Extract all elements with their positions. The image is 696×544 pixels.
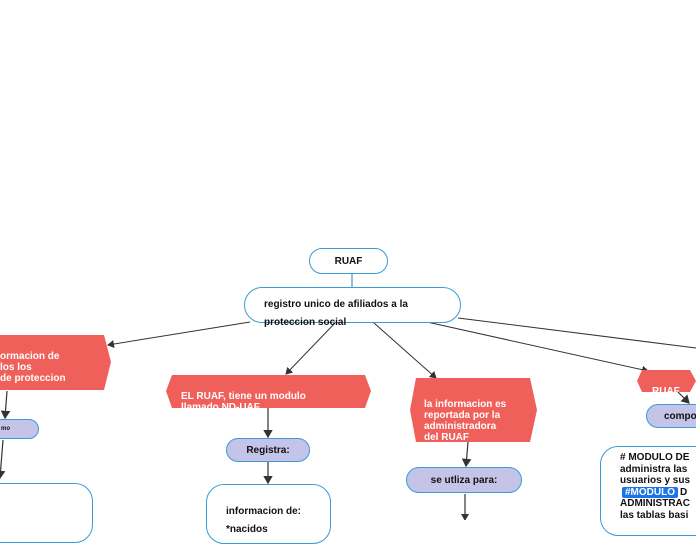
- utiliza-node[interactable]: se utliza para:: [406, 467, 522, 493]
- connector-utiliza-down-arrow: [461, 514, 469, 520]
- info-node[interactable]: informacion de: *nacidos: [206, 484, 331, 544]
- connector-center-left: [107, 321, 251, 348]
- root-node-label: RUAF: [334, 255, 363, 267]
- modulo-line-2: administra las: [620, 463, 688, 475]
- connector-layer: [0, 274, 696, 520]
- central-topic-node[interactable]: registro unico de afiliados a la protecc…: [244, 287, 461, 328]
- left-red-node[interactable]: ormacion de los los de proteccion: [0, 340, 108, 388]
- left-lavender-node[interactable]: mo: [0, 419, 39, 439]
- connector-reported-utiliza: [461, 441, 472, 468]
- connector-center-reported: [373, 322, 437, 379]
- modulo-hashtag[interactable]: #MODULO: [622, 486, 678, 498]
- modulo-line-3: usuarios y sus: [620, 475, 691, 486]
- right-red-shape: [637, 370, 696, 392]
- left-red-label: ormacion de los los de proteccion: [0, 351, 66, 384]
- connector-center-right: [426, 321, 649, 374]
- connector-left-lav-down: [0, 439, 6, 480]
- modulo-line-4-rest: D: [680, 486, 688, 498]
- right-red-label: RUAF: [652, 386, 680, 397]
- connector-center-far-right: [457, 317, 696, 349]
- left-red-shape: [0, 335, 111, 390]
- modulo-line-6: las tablas basi: [620, 509, 689, 521]
- utiliza-label: se utliza para:: [430, 474, 498, 486]
- info-label: informacion de: *nacidos: [226, 506, 302, 535]
- compo-label: compo: [664, 411, 696, 422]
- reported-red-node[interactable]: la informacion es reportada por la admin…: [424, 388, 534, 443]
- connector-center-mid: [285, 322, 336, 375]
- modulo-line-1: # MODULO DE: [620, 452, 690, 463]
- left-bottom-node[interactable]: [0, 483, 93, 543]
- connector-right-compo: [677, 391, 690, 404]
- mid-red-shape: [166, 375, 371, 408]
- right-red-node[interactable]: RUAF: [652, 375, 696, 397]
- compo-node[interactable]: compo: [646, 404, 696, 428]
- reported-red-label: la informacion es reportada por la admin…: [424, 399, 507, 443]
- root-node[interactable]: RUAF: [309, 248, 388, 274]
- registra-label: Registra:: [246, 444, 290, 456]
- connector-left-lav: [0, 390, 11, 420]
- left-lavender-label: mo: [1, 426, 10, 432]
- central-topic-label: registro unico de afiliados a la protecc…: [264, 299, 408, 328]
- mid-red-label: EL RUAF, tiene un modulo llamado ND-UAF: [181, 391, 306, 413]
- modulo-line-5: ADMINISTRAC: [620, 498, 690, 509]
- reported-red-shape: [410, 378, 537, 442]
- mid-red-node[interactable]: EL RUAF, tiene un modulo llamado ND-UAF: [181, 380, 361, 413]
- modulo-node[interactable]: # MODULO DE administra las usuarios y su…: [600, 446, 696, 536]
- registra-node[interactable]: Registra:: [226, 438, 310, 462]
